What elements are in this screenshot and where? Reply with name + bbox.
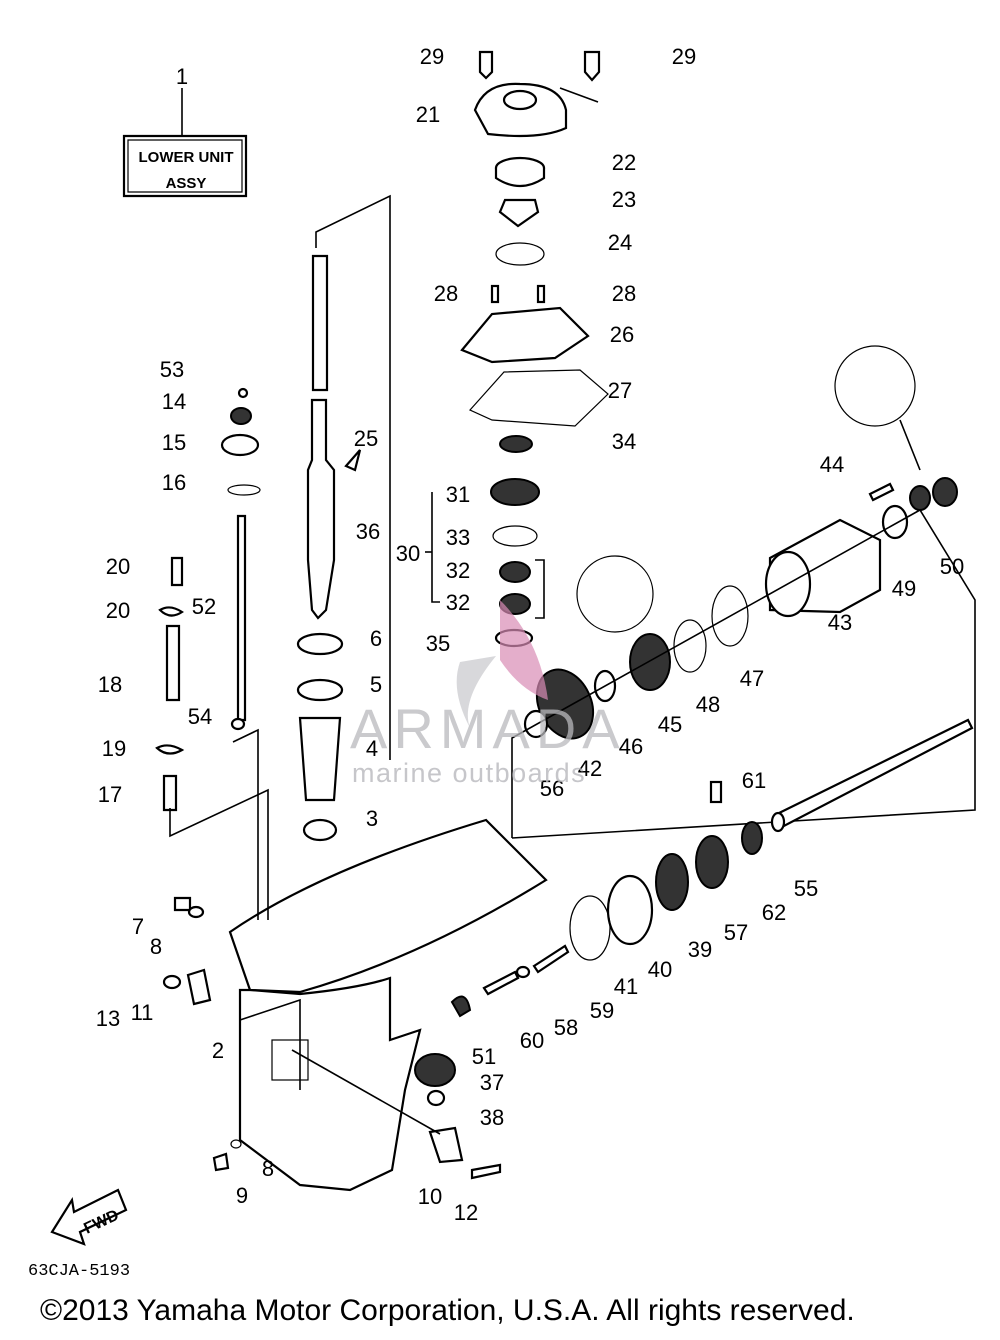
callout-27: 27	[608, 378, 632, 403]
callout-5: 5	[370, 672, 382, 697]
callout-53: 53	[160, 357, 184, 382]
watermark-subtitle: marine outboards	[352, 758, 587, 788]
callout-32: 32	[446, 590, 470, 615]
callout-55: 55	[794, 876, 818, 901]
callout-6: 6	[370, 626, 382, 651]
callout-37: 37	[480, 1070, 504, 1095]
callout-43: 43	[828, 610, 852, 635]
callout-29: 29	[672, 44, 696, 69]
callout-18: 18	[98, 672, 122, 697]
callout-32: 32	[446, 558, 470, 583]
callout-20: 20	[106, 598, 130, 623]
callout-13: 13	[96, 1006, 120, 1031]
callout-34: 34	[612, 429, 636, 454]
callout-47: 47	[740, 666, 764, 691]
callout-15: 15	[162, 430, 186, 455]
callout-24: 24	[608, 230, 632, 255]
callout-12: 12	[454, 1200, 478, 1225]
callout-57: 57	[724, 920, 748, 945]
callout-50: 50	[940, 554, 964, 579]
callout-11: 11	[131, 1000, 154, 1025]
callout-28: 28	[434, 281, 458, 306]
callout-59: 59	[590, 998, 614, 1023]
callout-16: 16	[162, 470, 186, 495]
fwd-arrow: FWD	[50, 1188, 128, 1246]
callout-56: 56	[540, 776, 564, 801]
callout-30: 30	[396, 541, 420, 566]
callout-42: 42	[578, 756, 602, 781]
callout-20: 20	[106, 554, 130, 579]
callout-26: 26	[610, 322, 634, 347]
callout-36: 36	[356, 519, 380, 544]
callout-49: 49	[892, 576, 916, 601]
callout-33: 33	[446, 525, 470, 550]
lower-casing	[169, 728, 548, 1192]
callout-2: 2	[212, 1038, 224, 1063]
callout-23: 23	[612, 187, 636, 212]
callout-39: 39	[688, 937, 712, 962]
callout-1: 1	[176, 64, 188, 89]
gear-assembly	[239, 345, 976, 1180]
drive-shaft	[306, 194, 391, 760]
callout-35: 35	[426, 631, 450, 656]
hardware-parts	[162, 896, 242, 1172]
callout-14: 14	[162, 389, 186, 414]
callout-60: 60	[520, 1028, 544, 1053]
callout-7: 7	[132, 914, 144, 939]
callout-28: 28	[612, 281, 636, 306]
callout-44: 44	[820, 452, 844, 477]
callout-31: 31	[446, 482, 470, 507]
callout-41: 41	[614, 974, 638, 999]
callout-19: 19	[102, 736, 126, 761]
shift-rod-parts	[155, 387, 261, 812]
callout-38: 38	[480, 1105, 504, 1130]
callout-40: 40	[648, 957, 672, 982]
callout-51: 51	[472, 1044, 496, 1069]
diagram-code: 63CJA-5193	[28, 1262, 131, 1281]
lower-unit-assy-box: LOWER UNIT ASSY	[122, 88, 248, 198]
copyright-notice: ©2013 Yamaha Motor Corporation, U.S.A. A…	[40, 1294, 855, 1327]
callout-10: 10	[418, 1184, 442, 1209]
sleeve-parts	[296, 632, 344, 842]
callout-8: 8	[150, 934, 162, 959]
callout-8: 8	[262, 1156, 274, 1181]
callout-21: 21	[416, 102, 440, 127]
callout-17: 17	[98, 782, 122, 807]
watermark-title: ARMADA	[350, 697, 626, 760]
water-pump-parts	[460, 50, 609, 453]
callout-52: 52	[192, 594, 216, 619]
callout-25: 25	[354, 426, 378, 451]
box-label-line2: ASSY	[166, 175, 207, 192]
callout-62: 62	[762, 900, 786, 925]
callout-48: 48	[696, 692, 720, 717]
callout-45: 45	[658, 712, 682, 737]
callout-46: 46	[619, 734, 643, 759]
callout-4: 4	[366, 736, 378, 761]
callout-58: 58	[554, 1015, 578, 1040]
callout-61: 61	[742, 768, 766, 793]
callout-3: 3	[366, 806, 378, 831]
box-label-line1: LOWER UNIT	[139, 149, 234, 166]
callout-22: 22	[612, 150, 636, 175]
callout-29: 29	[420, 44, 444, 69]
callout-9: 9	[236, 1183, 248, 1208]
callout-54: 54	[188, 704, 212, 729]
watermark-logo-mark	[456, 600, 548, 728]
